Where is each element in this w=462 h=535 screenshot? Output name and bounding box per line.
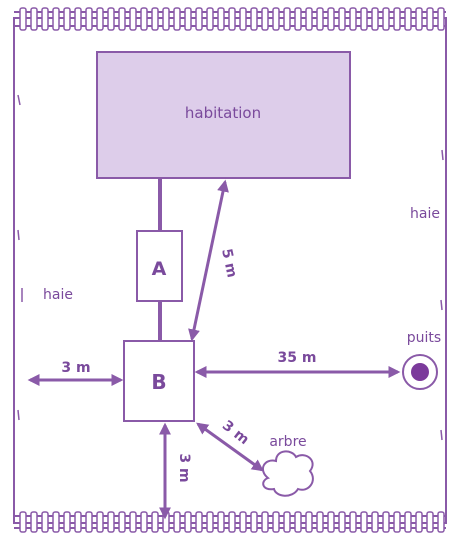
fence-post <box>228 7 236 31</box>
fence-post <box>327 511 335 533</box>
fence-post <box>206 7 214 31</box>
fence-post <box>305 7 313 31</box>
box-a-label: A <box>152 258 167 280</box>
box-b <box>123 340 195 422</box>
fence-post <box>151 511 159 533</box>
fence-post <box>415 511 423 533</box>
fence-post <box>250 7 258 31</box>
fence-post <box>349 7 357 31</box>
tree-icon <box>261 450 314 497</box>
fence-post <box>140 511 148 533</box>
arrow-b-to-tree <box>196 422 264 472</box>
fence-post <box>74 511 82 533</box>
fence-post <box>129 511 137 533</box>
fence-post <box>261 7 269 31</box>
fence-post <box>283 511 291 533</box>
fence-post <box>52 511 60 533</box>
distance-house-to-b: 5 m <box>218 247 240 279</box>
fence-post <box>41 511 49 533</box>
fence-post <box>316 7 324 31</box>
fence-post <box>217 7 225 31</box>
fence-post <box>426 7 434 31</box>
fence-post <box>63 511 71 533</box>
fence-post <box>184 7 192 31</box>
well-label: puits <box>407 330 441 346</box>
fence-post <box>107 7 115 31</box>
fence-top <box>14 7 446 31</box>
fence-post <box>305 511 313 533</box>
fence-post <box>19 7 27 31</box>
fence-post <box>173 511 181 533</box>
fence-post <box>118 511 126 533</box>
fence-post <box>393 511 401 533</box>
well-center <box>411 363 429 381</box>
fence-post <box>283 7 291 31</box>
fence-post <box>437 7 445 31</box>
fence-post <box>404 7 412 31</box>
fence-post <box>173 7 181 31</box>
fence-post <box>140 7 148 31</box>
fence-post <box>382 511 390 533</box>
tree-label: arbre <box>269 434 306 450</box>
box-a <box>136 230 183 302</box>
fence-post <box>107 511 115 533</box>
fence-post <box>250 511 258 533</box>
fence-post <box>294 7 302 31</box>
fence-post <box>162 7 170 31</box>
fence-post <box>129 7 137 31</box>
fence-post <box>41 7 49 31</box>
fence-post <box>316 511 324 533</box>
fence-post <box>184 511 192 533</box>
fence-post <box>96 511 104 533</box>
fence-post <box>151 7 159 31</box>
fence-post <box>426 511 434 533</box>
fence-post <box>261 511 269 533</box>
fence-post <box>349 511 357 533</box>
fence-post <box>195 7 203 31</box>
fence-post <box>371 511 379 533</box>
distance-b-to-left-hedge: 3 m <box>61 360 90 376</box>
house <box>96 51 351 179</box>
fence-post <box>360 511 368 533</box>
fence-post <box>217 511 225 533</box>
fence-post <box>74 7 82 31</box>
fence-post <box>272 7 280 31</box>
fence-post <box>294 511 302 533</box>
fence-post <box>30 7 38 31</box>
fence-post <box>118 7 126 31</box>
fence-post <box>393 7 401 31</box>
fence-post <box>195 511 203 533</box>
fence-post <box>371 7 379 31</box>
box-b-label: B <box>151 370 166 394</box>
fence-post <box>360 7 368 31</box>
hedge-right-label: haie <box>410 206 440 222</box>
fence-post <box>206 511 214 533</box>
fence-post <box>338 511 346 533</box>
fence-post <box>63 7 71 31</box>
fence-post <box>382 7 390 31</box>
fence-post <box>239 7 247 31</box>
fence-post <box>327 7 335 31</box>
fence-post <box>272 511 280 533</box>
hedge-ticks <box>17 94 444 441</box>
arrow-house-to-b <box>188 179 229 342</box>
fence-post <box>404 511 412 533</box>
house-label: habitation <box>185 104 261 122</box>
fence-post <box>19 511 27 533</box>
fence-post <box>415 7 423 31</box>
fence-post <box>52 7 60 31</box>
fence-post <box>338 7 346 31</box>
fence-post <box>228 511 236 533</box>
fence-bottom <box>14 511 446 533</box>
fence-post <box>85 7 93 31</box>
fence-post <box>239 511 247 533</box>
fence-post <box>85 511 93 533</box>
distance-b-to-well: 35 m <box>278 350 317 366</box>
distance-b-to-bottom-hedge: 3 m <box>176 453 192 482</box>
fence-post <box>437 511 445 533</box>
fence-post <box>96 7 104 31</box>
fence-post <box>30 511 38 533</box>
hedge-left-label: haie <box>43 287 73 303</box>
